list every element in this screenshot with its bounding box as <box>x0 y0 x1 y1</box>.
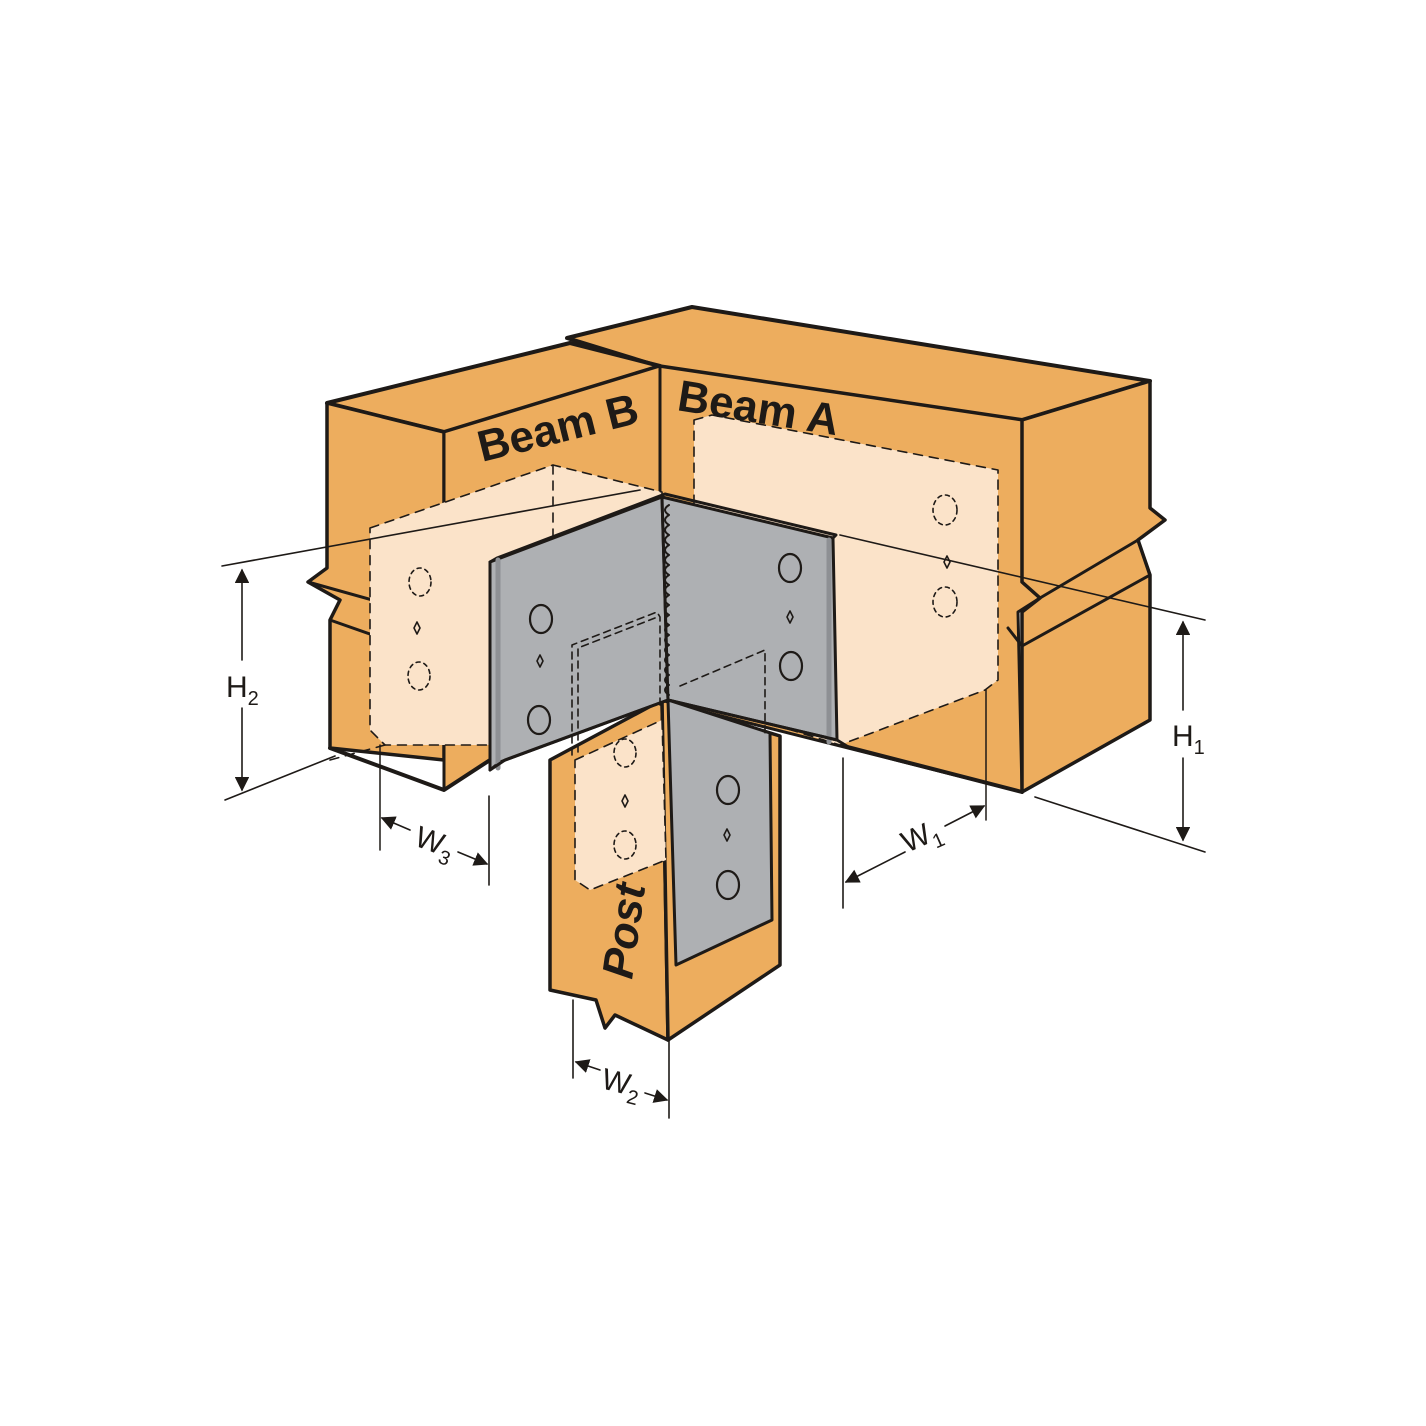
dim-label-h2: H2 <box>226 671 259 710</box>
hole-tab-lower <box>715 869 741 901</box>
dim-label-w2: W2 <box>597 1063 645 1110</box>
beam-a-break-line <box>1006 538 1152 648</box>
bracket-post-tab <box>666 698 774 967</box>
weld-seam <box>664 504 670 696</box>
dimension-lines <box>221 489 1206 1119</box>
dim-label-w3: W3 <box>409 821 459 871</box>
dim-w1-arrow-right <box>944 805 986 827</box>
dim-label-h1: H1 <box>1172 720 1205 759</box>
dim-w3-arrow-left <box>380 816 411 831</box>
dim-label-w1: W1 <box>896 813 948 865</box>
bracket-holes <box>526 552 804 901</box>
dim-w2-arrow-left <box>574 1059 601 1073</box>
post-hidden-tab <box>574 719 667 891</box>
beam-a-end-face <box>1020 379 1167 794</box>
steel-bracket <box>413 492 951 967</box>
hole-right-upper <box>777 552 803 584</box>
dim-w2-arrow-right <box>644 1089 669 1103</box>
hidden-fasteners <box>407 494 958 860</box>
hole-tab-upper <box>715 774 741 806</box>
hole-left-upper <box>528 603 554 635</box>
dim-w3-arrow-right <box>457 851 489 866</box>
hole-left-lower <box>526 704 552 736</box>
hole-right-lower <box>778 650 804 682</box>
dim-w1-arrow-left <box>844 851 906 883</box>
